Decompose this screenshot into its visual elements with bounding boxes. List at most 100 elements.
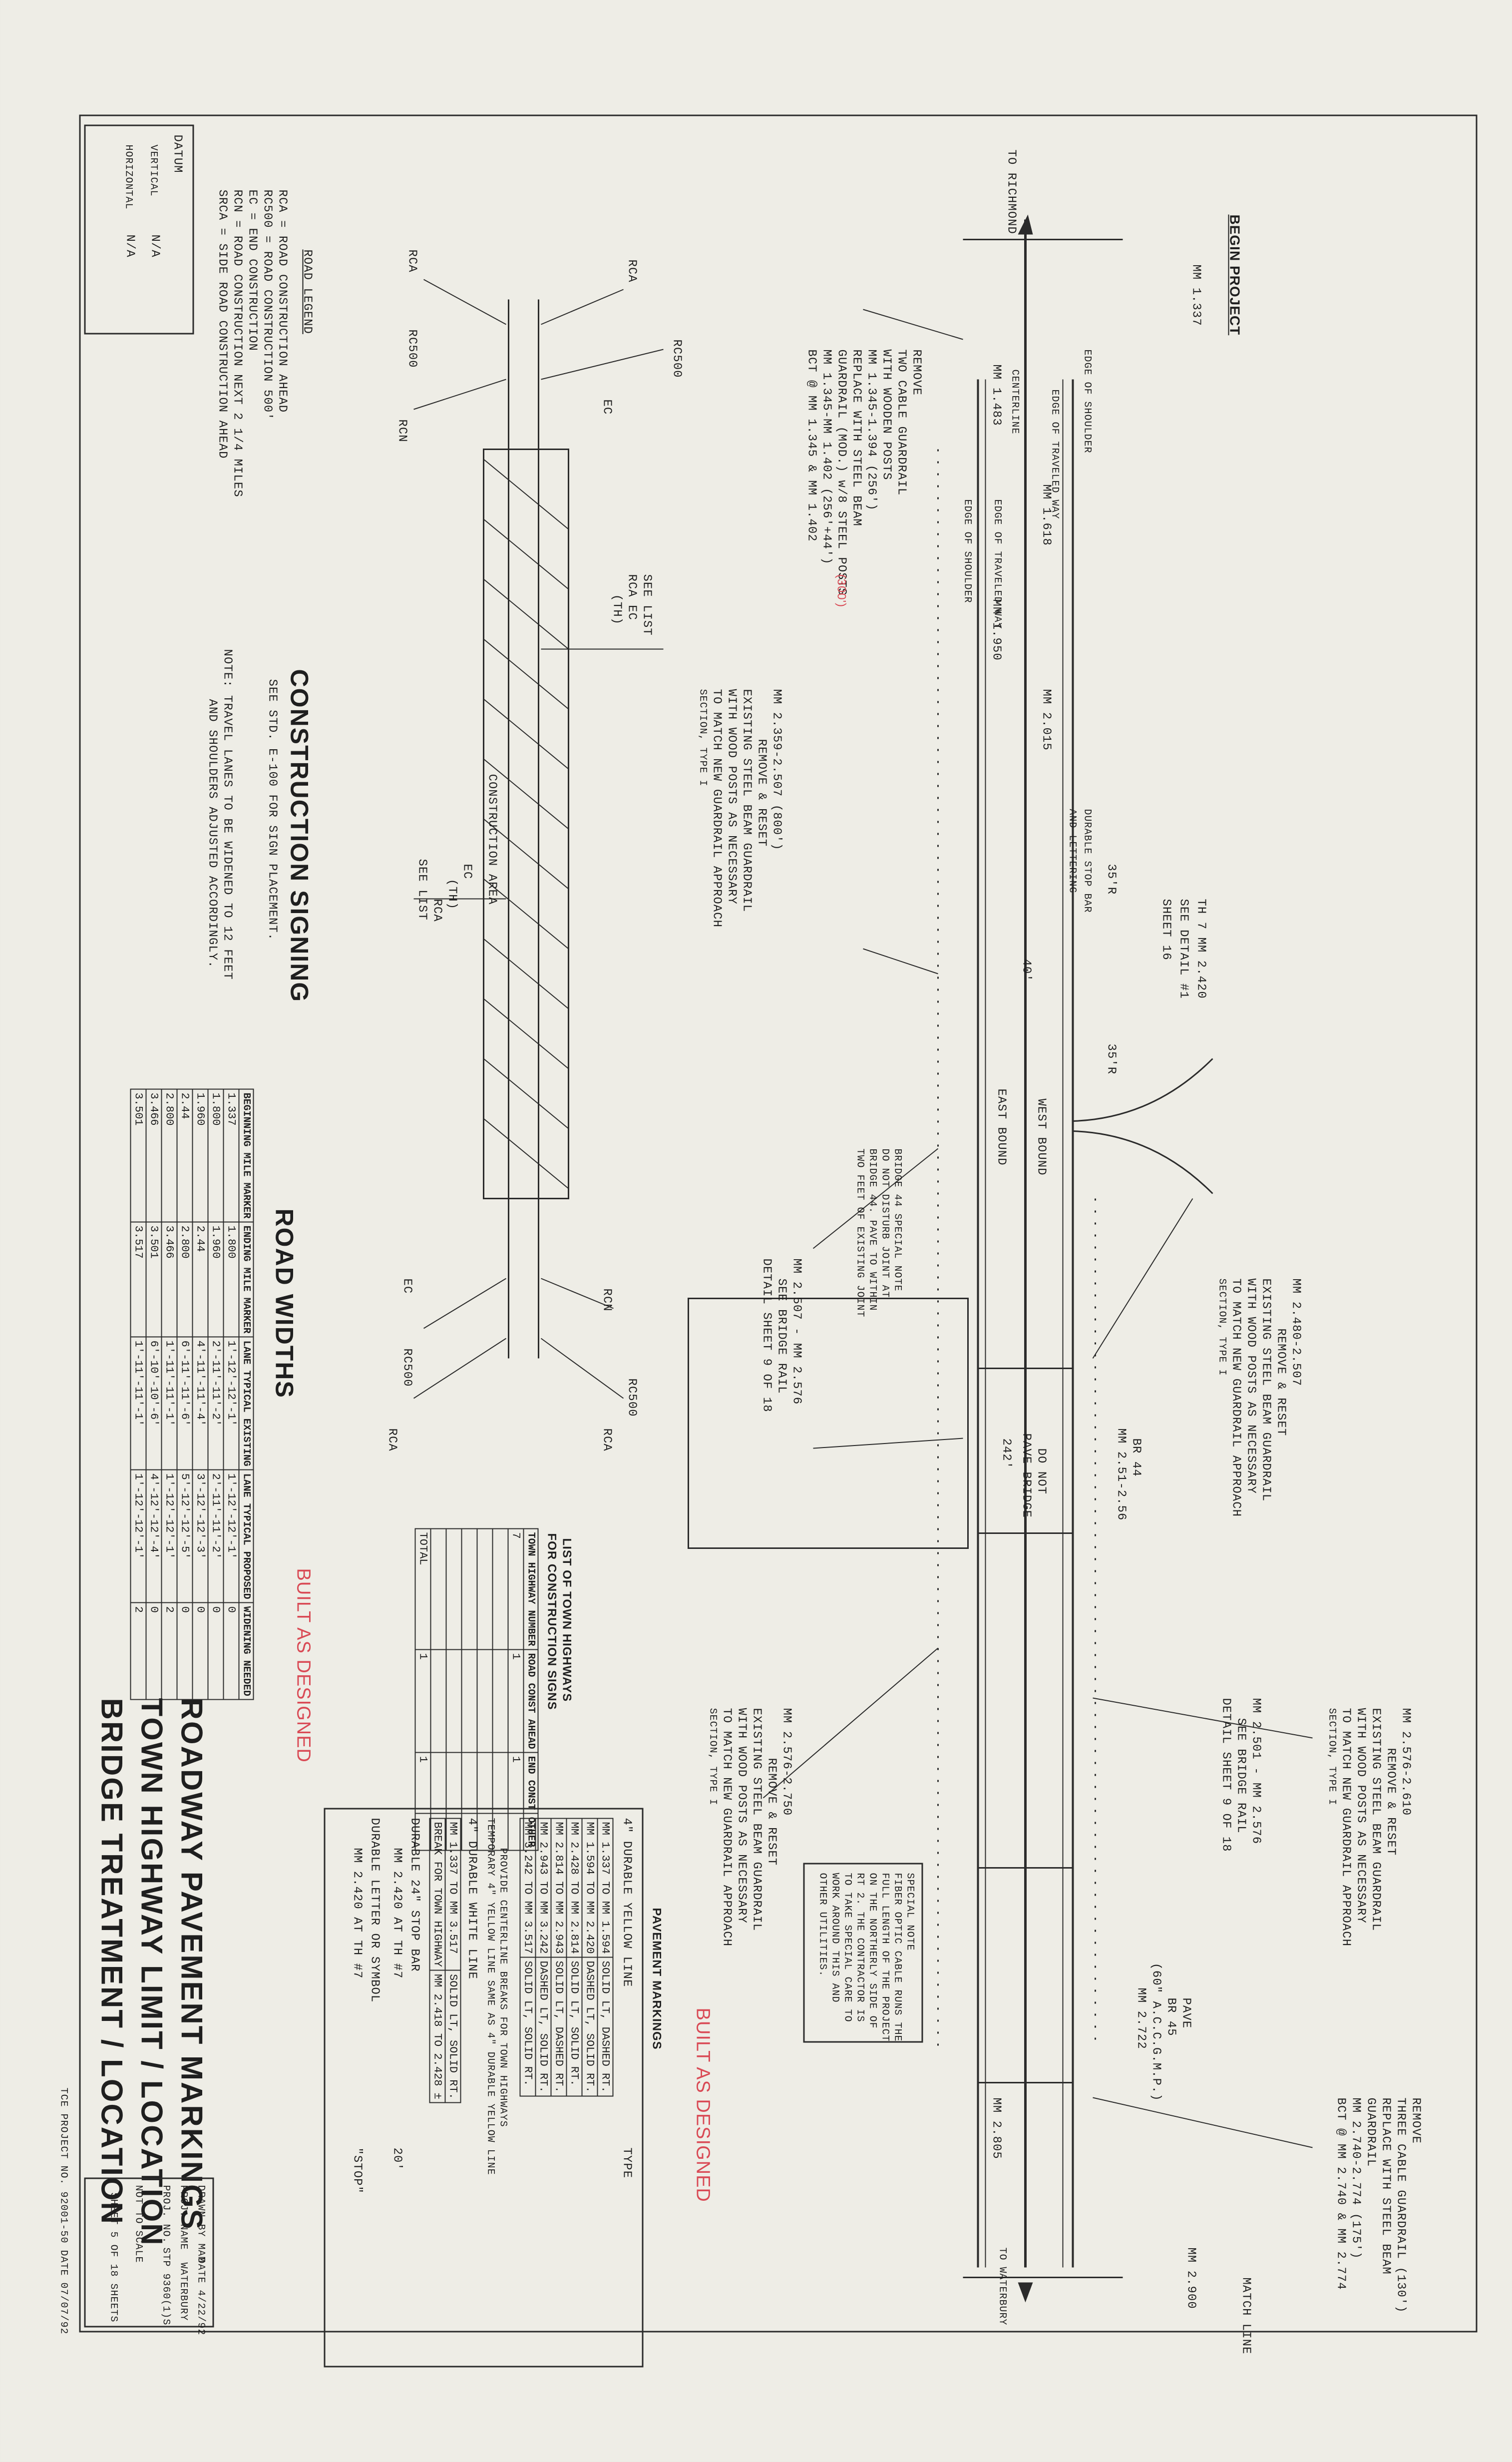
note-line: MM 2.359-2.507 (800') [769,689,783,851]
title-line-3: BRIDGE TREATMENT / LOCATION [95,1698,129,2225]
stop-bar-value: 20' [390,2147,404,2171]
mm-1483-label: MM 1.483 [989,364,1003,426]
th7-line3: SHEET 16 [1159,899,1173,961]
footer-project-no: TCE PROJECT NO. 92001-50 DATE 07/07/92 [57,2087,69,2335]
col-header: BEGINNING MILE MARKER [239,1089,254,1222]
table-row [430,1528,446,1851]
cell: 3.501 [130,1089,146,1222]
cell: SOLID LT, DASHED RT. [551,1957,567,2096]
temporary-note: TEMPORARY 4" YELLOW LINE SAME AS 4" DURA… [484,1818,496,2175]
cell: 4'-12'-12'-4' [146,1470,162,1603]
built-as-designed-stamp-1: BUILT AS DESIGNED [293,1568,314,1763]
col-header: END CONST [523,1752,538,1814]
yellow-header: 4" DURABLE YELLOW LINE [620,1818,634,1987]
note-line: TO MATCH NEW GUARDRAIL APPROACH [1229,1278,1243,1517]
note-line: TO MATCH NEW GUARDRAIL APPROACH [720,1708,734,1947]
cell: 5'-12'-12'-5' [177,1470,193,1603]
cell: 1'-11'-11'-1' [161,1337,177,1470]
sign-rcn-2: RCN [600,1288,614,1312]
vertical-label: VERTICAL [147,144,159,197]
see-list-bottom-3: RCA [430,899,444,922]
drawn-by: DRAWN BY MAM [195,2185,207,2263]
note-line: MM 2.740-2.774 (175') [1349,2097,1363,2259]
note-line: SEE BRIDGE RAIL [1234,1718,1248,1834]
town-highways-table: TOWN HIGHWAY NUMBER ROAD CONST AHEAD END… [415,1528,539,1851]
note-line: SECTION, TYPE I [1326,1708,1338,1806]
type-header-1: TYPE [620,2147,634,2179]
cell: 2.800 [161,1089,177,1222]
sign-rc500-4: RC500 [400,1348,414,1387]
cell: 0 [223,1602,239,1700]
cell: MM 2.428 TO MM 2.814 [566,1818,582,1958]
cell [477,1528,493,1650]
cell: 1 [415,1752,431,1814]
sign-ec-2: EC [400,1278,414,1294]
cell: 0 [208,1602,224,1700]
note-line: FIBER OPTIC CABLE RUNS THE [891,1873,903,2042]
horizontal-value: N/A [123,234,137,258]
col-header: LANE TYPICAL PROPOSED [239,1470,254,1603]
cell: 1 [415,1649,431,1753]
note-line: REMOVE [1409,2097,1423,2144]
cell: 0 [192,1602,208,1700]
col-header: LANE TYPICAL EXISTING [239,1337,254,1470]
note-line: MM 1.345-MM 1.402 (256'+44') [819,349,833,565]
letter-symbol-value: "STOP" [350,2147,364,2194]
see-list-top-3: (TH) [610,594,624,625]
sign-rca-4: RCA [385,1428,399,1452]
drawn-date: DATE 4/22/92 [195,2257,207,2336]
see-list-top-1: SEE LIST [640,574,654,636]
red-markup: (300') [834,574,848,608]
sign-rca-1: RCA [625,259,639,283]
cell: DASHED LT, SOLID RT. [535,1957,551,2096]
note-line: ON THE NORTHERLY SIDE OF [866,1873,878,2029]
cell: MM 1.337 TO MM 3.517 [445,1818,461,1970]
table-header-row: TOWN HIGHWAY NUMBER ROAD CONST AHEAD END… [523,1528,538,1851]
note-line: TO MATCH NEW GUARDRAIL APPROACH [710,689,724,928]
proj-no: STP 9360(1)S [160,2247,172,2326]
letter-symbol-row: MM 2.420 AT TH #7 [350,1848,364,1979]
construction-area-label: CONSTRUCTION AREA [485,774,499,905]
sign-rc500-1: RC500 [670,339,684,378]
note-line: SECTION, TYPE I [697,689,709,787]
to-waterbury-label: TO WATERBURY [996,2247,1008,2326]
note-line: DETAIL SHEET 9 OF 18 [759,1258,773,1413]
and-lettering-label: AND LETTERING [1066,809,1078,894]
title-line-1: ROADWAY PAVEMENT MARKINGS [175,1698,209,2231]
match-line-label: MATCH LINE [1239,2277,1253,2355]
note-line: TO MATCH NEW GUARDRAIL APPROACH [1339,1708,1353,1947]
cell: SOLID LT, SOLID RT. [445,1970,461,2103]
cell: 4'-11'-11'-4' [192,1337,208,1470]
mm-2805-label: MM 2.805 [989,2097,1003,2159]
note-line: REMOVE & RESET [1274,1328,1288,1437]
br44-mm: MM 2.51-2.56 [1114,1428,1128,1521]
table-row [461,1528,477,1851]
cell [477,1752,493,1814]
construction-signing-title: CONSTRUCTION SIGNING [285,669,314,1003]
proj-name-label: PROJ. NAME [177,2185,189,2250]
cell: 7 [508,1528,524,1650]
note-line: SECTION, TYPE I [1216,1278,1228,1376]
note-line: GUARDRAIL (MOD.) w/8 STEEL POSTS [834,349,848,596]
note-line: WITH WOOD POSTS AS NECESSARY [1244,1278,1258,1494]
note-line: REPLACE WITH STEEL BEAM [1379,2097,1393,2275]
note-line: MM 1.345-1.394 (256') [864,349,878,511]
see-list-top-2: RCA EC [625,574,639,620]
cell: 3.517 [130,1222,146,1337]
note-line: BR 45 [1164,1997,1178,2036]
proj-name: WATERBURY [177,2262,189,2321]
do-not-label: DO NOT [1034,1448,1048,1494]
cell [492,1649,508,1753]
mm-1950-label: MM 1.950 [989,599,1003,661]
col-header: TOWN HIGHWAY NUMBER [523,1528,538,1650]
col-header: ROAD CONST AHEAD [523,1649,538,1753]
vertical-value: N/A [148,234,162,258]
